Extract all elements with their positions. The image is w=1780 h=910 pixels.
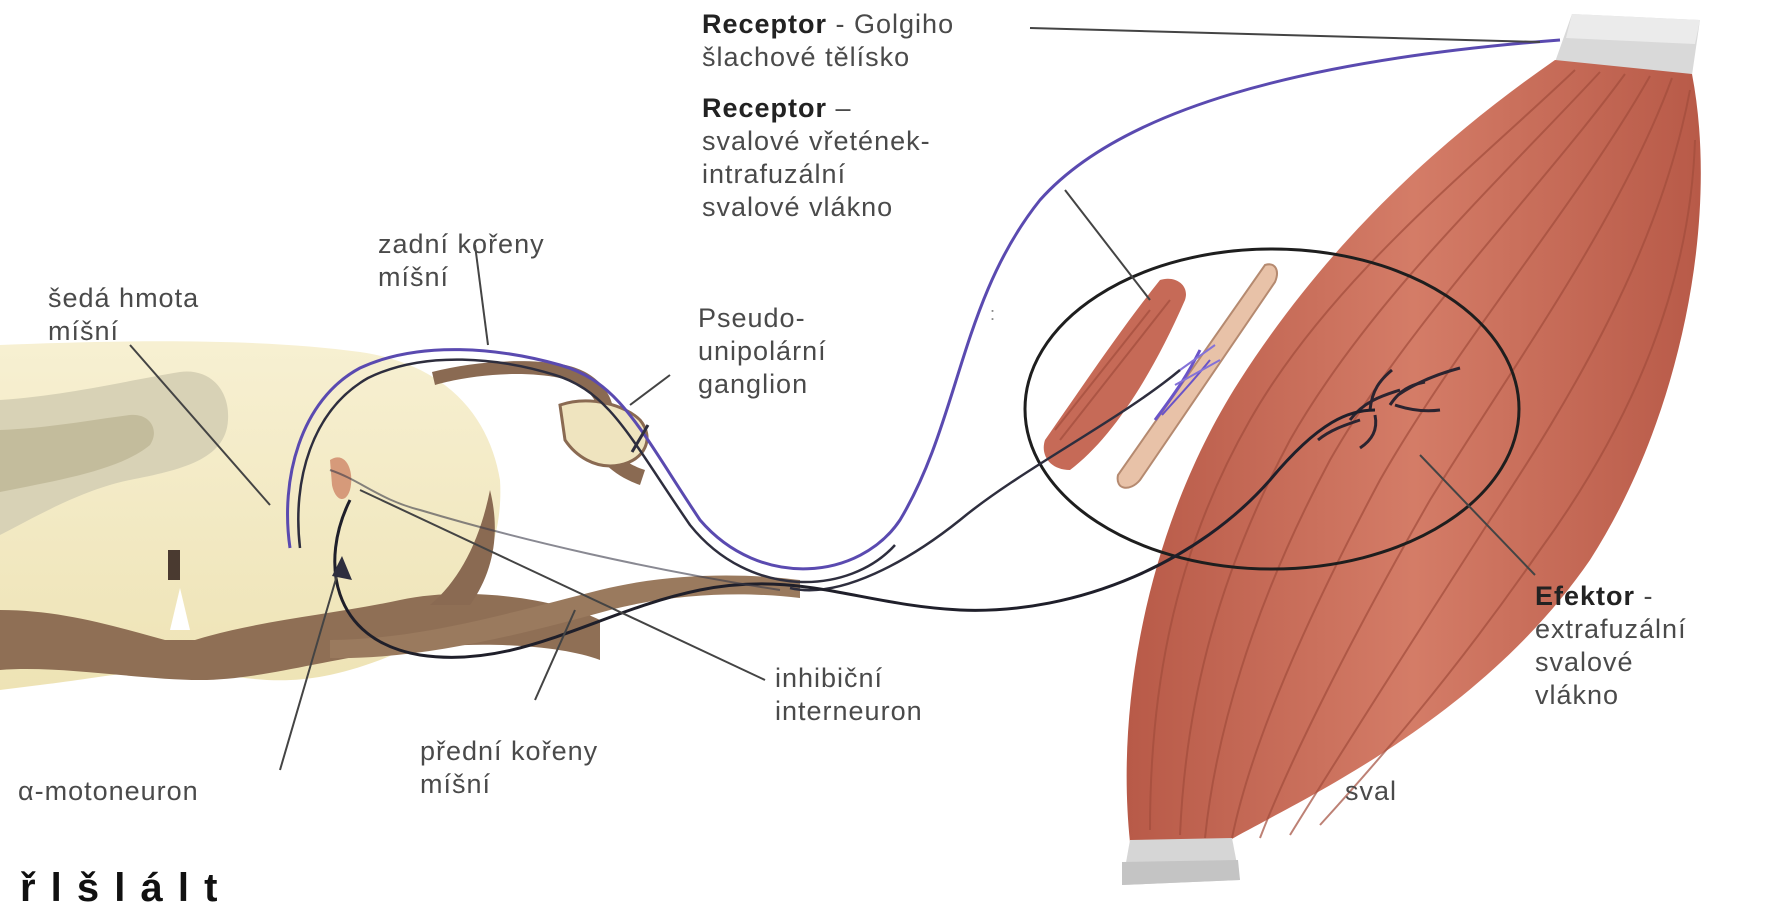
label-efektor: Efektor - extrafuzální svalové vlákno [1535, 580, 1687, 712]
label-sval: sval [1345, 775, 1397, 808]
ganglion [560, 401, 647, 466]
label-predni-koreny: přední kořeny míšní [420, 735, 598, 801]
label-seda-line: míšní [48, 315, 199, 348]
label-zadni-line: míšní [378, 261, 545, 294]
label-receptor-spindle-line: intrafuzální [702, 158, 931, 191]
svg-text::: : [990, 304, 995, 324]
label-receptor-golgi-rest: - Golgiho [827, 9, 954, 39]
label-receptor-spindle-bold: Receptor [702, 93, 827, 123]
label-seda-hmota: šedá hmota míšní [48, 282, 199, 348]
label-receptor-spindle-line: svalové vřetének- [702, 125, 931, 158]
label-efektor-line: vlákno [1535, 679, 1687, 712]
label-receptor-golgi-bold: Receptor [702, 9, 827, 39]
label-inhibicni-line: interneuron [775, 695, 923, 728]
label-inhibicni-interneuron: inhibiční interneuron [775, 662, 923, 728]
label-pseudo-ganglion: Pseudo- unipolární ganglion [698, 302, 827, 401]
label-efektor-bold: Efektor [1535, 581, 1635, 611]
label-motoneuron: α-motoneuron [18, 775, 199, 808]
muscle-belly [1127, 60, 1701, 842]
label-pseudo-line: ganglion [698, 368, 827, 401]
label-predni-line: míšní [420, 768, 598, 801]
label-zadni-koreny: zadní kořeny míšní [378, 228, 545, 294]
label-seda-line: šedá hmota [48, 282, 199, 315]
label-predni-line: přední kořeny [420, 735, 598, 768]
label-receptor-golgi: Receptor - Golgiho šlachové tělísko [702, 8, 954, 74]
label-pseudo-line: Pseudo- [698, 302, 827, 335]
label-pseudo-line: unipolární [698, 335, 827, 368]
caption-text: ř l š l á l t [20, 868, 219, 908]
label-efektor-line: svalové [1535, 646, 1687, 679]
label-receptor-spindle: Receptor – svalové vřetének- intrafuzáln… [702, 92, 931, 224]
label-receptor-spindle-rest: – [827, 93, 852, 123]
label-efektor-line: extrafuzální [1535, 613, 1687, 646]
label-receptor-golgi-line2: šlachové tělísko [702, 41, 954, 74]
spinal-cord [0, 341, 800, 690]
label-zadni-line: zadní kořeny [378, 228, 545, 261]
label-inhibicni-line: inhibiční [775, 662, 923, 695]
label-efektor-rest: - [1635, 581, 1654, 611]
label-receptor-spindle-line: svalové vlákno [702, 191, 931, 224]
muscle: : [990, 14, 1701, 885]
